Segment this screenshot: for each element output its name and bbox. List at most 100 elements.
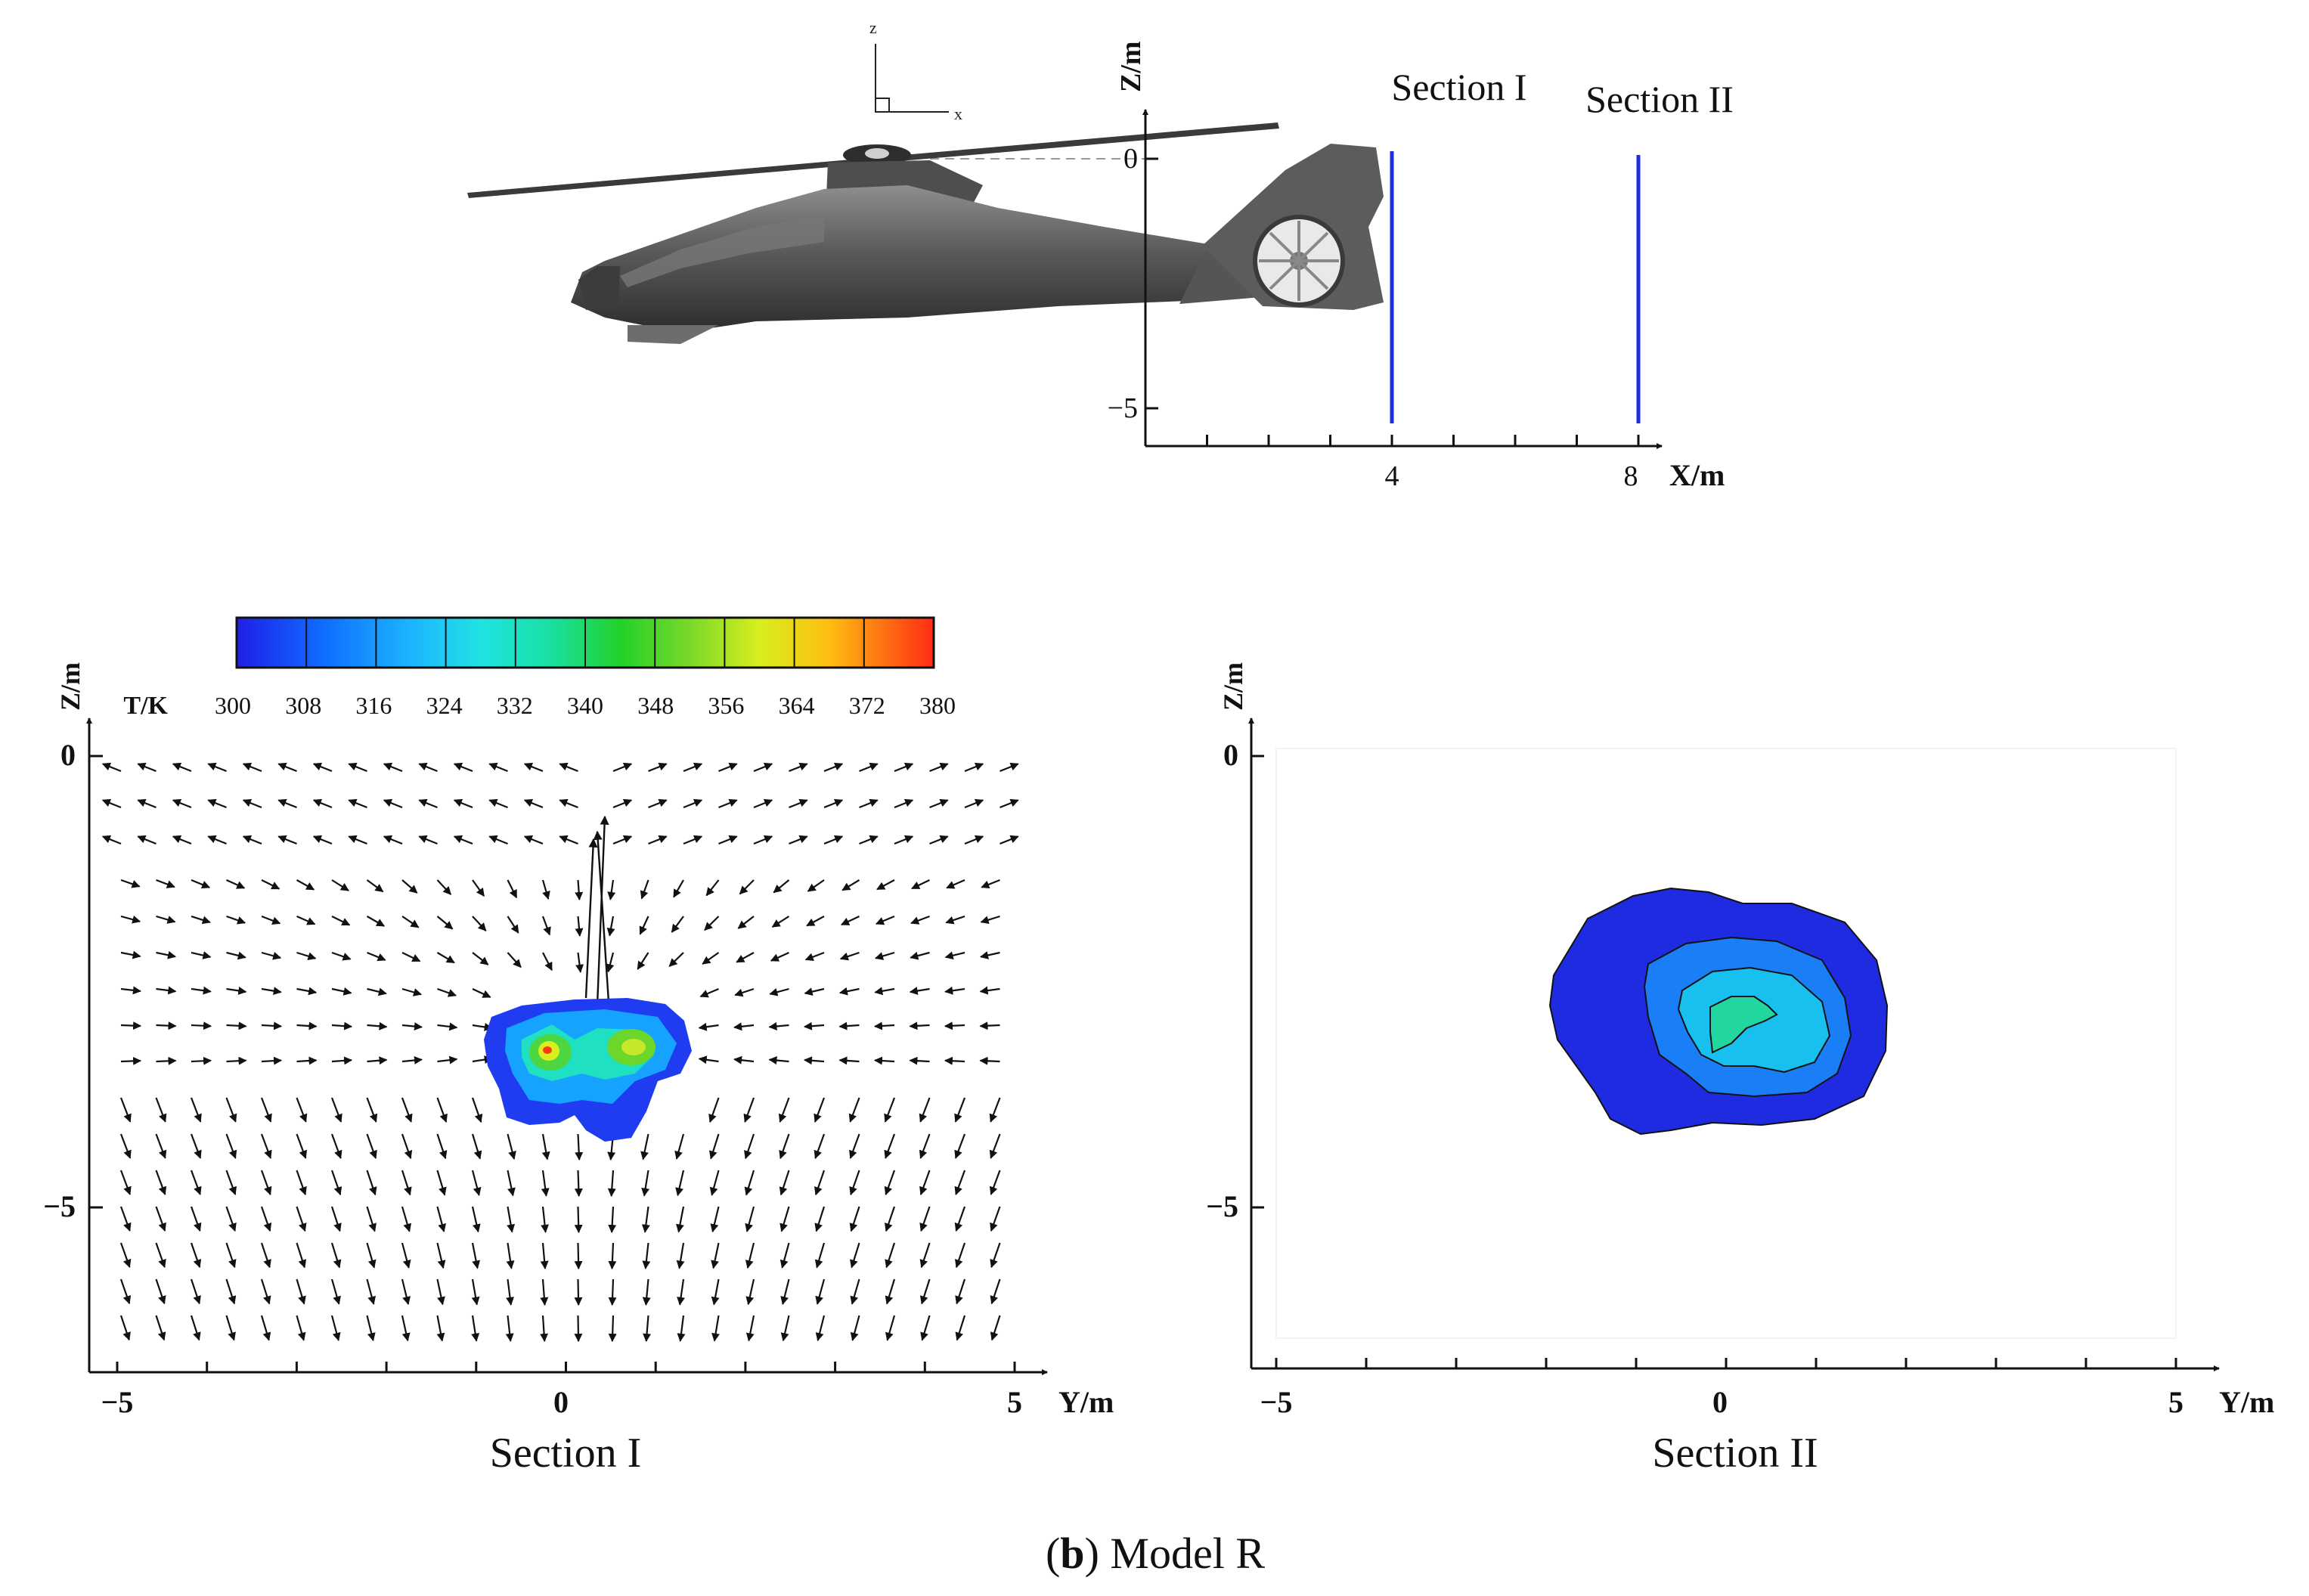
velocity-arrow: [884, 1097, 896, 1123]
section-1-plot: Z/m 0 −5 −5 0 5 Y/m Section I: [43, 662, 1114, 1477]
velocity-arrow: [119, 1097, 132, 1123]
velocity-arrow: [507, 916, 519, 934]
top-x-tick-label-8: 8: [1624, 460, 1638, 492]
velocity-arrow: [643, 1315, 652, 1342]
velocity-arrow: [753, 762, 773, 773]
velocity-arrow: [964, 835, 984, 845]
section-1-temperature-blob: [484, 998, 692, 1142]
velocity-arrow: [260, 1206, 272, 1232]
velocity-arrow: [575, 1133, 584, 1161]
velocity-arrow: [523, 835, 544, 845]
velocity-arrow: [312, 762, 333, 773]
velocity-arrow: [875, 951, 895, 960]
velocity-arrow: [155, 1097, 167, 1123]
velocity-arrow: [823, 798, 844, 809]
velocity-arrow: [612, 762, 633, 773]
colorbar-tick-label: 372: [849, 692, 885, 719]
velocity-arrow: [506, 1242, 515, 1269]
velocity-arrow: [155, 1206, 166, 1232]
velocity-arrow: [606, 916, 615, 937]
velocity-arrow: [436, 1170, 447, 1196]
velocity-arrow: [744, 1170, 755, 1196]
velocity-arrow: [607, 1170, 616, 1198]
velocity-arrow: [137, 762, 157, 773]
velocity-arrow: [683, 798, 703, 809]
velocity-arrow: [401, 1022, 423, 1031]
fantail: [1253, 215, 1345, 307]
triad-corner: [875, 98, 890, 113]
velocity-arrow: [606, 952, 615, 973]
velocity-arrow: [541, 916, 551, 936]
section-2-label: Section II: [1585, 78, 1734, 120]
velocity-arrow: [708, 1133, 720, 1160]
velocity-arrow: [366, 1242, 377, 1269]
velocity-arrow: [331, 879, 349, 891]
velocity-arrow: [769, 987, 789, 996]
velocity-arrow: [990, 1242, 1001, 1269]
velocity-arrow: [296, 1133, 308, 1159]
velocity-arrow: [436, 916, 454, 930]
velocity-arrow: [733, 1022, 755, 1031]
velocity-arrow: [575, 879, 584, 901]
velocity-arrow: [641, 1206, 650, 1233]
velocity-arrow: [894, 762, 914, 773]
hotspot-left-peak: [543, 1046, 552, 1054]
velocity-arrow: [944, 951, 965, 960]
velocity-arrow: [718, 835, 738, 845]
velocity-arrow: [366, 1278, 377, 1305]
velocity-arrow: [699, 987, 719, 998]
velocity-arrow: [260, 1315, 271, 1341]
velocity-arrow: [989, 1133, 1001, 1159]
caption-letter: b: [1060, 1529, 1084, 1578]
velocity-vectors: [101, 762, 1019, 1343]
velocity-arrow: [366, 1170, 377, 1196]
velocity-arrow: [331, 951, 352, 961]
section-2-y-tick-label-0: 0: [1712, 1385, 1728, 1419]
velocity-arrow: [225, 1133, 237, 1159]
velocity-arrow: [1000, 798, 1019, 809]
velocity-arrow: [849, 1206, 860, 1232]
velocity-arrow: [708, 1097, 720, 1123]
velocity-arrow: [260, 1170, 272, 1196]
velocity-arrow: [119, 1206, 132, 1232]
velocity-arrow: [733, 1055, 755, 1065]
velocity-arrow: [990, 1206, 1001, 1232]
velocity-arrow: [944, 1021, 965, 1030]
velocity-arrow: [401, 1315, 411, 1342]
velocity-arrow: [675, 1170, 685, 1197]
velocity-arrow: [648, 762, 668, 773]
velocity-arrow: [330, 1170, 342, 1196]
velocity-arrow: [773, 879, 790, 894]
velocity-arrow: [768, 1056, 789, 1065]
colorbar-tick-label: 348: [637, 692, 674, 719]
velocity-arrow: [348, 798, 367, 809]
velocity-arrow: [119, 1278, 132, 1305]
velocity-arrow: [225, 1170, 237, 1195]
section-1-axes: [86, 717, 1048, 1375]
section-1-y-tick-label-0: 0: [553, 1385, 569, 1419]
velocity-arrow: [676, 1242, 685, 1269]
velocity-arrow: [226, 986, 247, 995]
coordinate-triad: [875, 44, 949, 113]
velocity-arrow: [172, 835, 192, 845]
velocity-arrow: [507, 952, 522, 968]
velocity-arrow: [331, 1021, 353, 1030]
velocity-arrow: [119, 1170, 132, 1195]
velocity-arrow: [677, 1315, 686, 1342]
top-x-ticks: [1206, 435, 1640, 446]
velocity-arrow: [296, 1170, 307, 1196]
velocity-arrow: [120, 986, 141, 995]
velocity-arrow: [753, 798, 773, 809]
velocity-arrow: [779, 1242, 790, 1269]
velocity-arrow: [803, 1021, 825, 1030]
velocity-arrow: [418, 762, 438, 773]
velocity-arrow: [875, 915, 895, 925]
velocity-arrow: [910, 915, 930, 925]
velocity-arrow: [574, 1278, 583, 1306]
velocity-arrow: [929, 762, 949, 773]
velocity-arrow: [803, 1056, 825, 1065]
velocity-arrow: [156, 950, 177, 959]
velocity-arrow: [401, 1055, 423, 1065]
velocity-arrow: [366, 1206, 377, 1232]
velocity-arrow: [884, 1206, 896, 1232]
